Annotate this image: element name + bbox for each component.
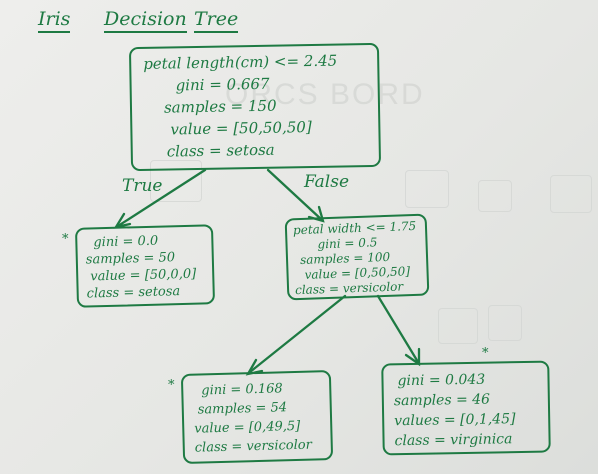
leaf-setosa: gini = 0.0 samples = 50 value = [50,0,0]… (74, 224, 216, 308)
leaf-setosa-value: value = [50,0,0] (90, 266, 197, 285)
star-mark: * (62, 232, 69, 247)
root-class: class = setosa (166, 140, 275, 161)
leaf-virginica-class: class = virginica (394, 431, 513, 450)
root-condition: petal length(cm) <= 2.45 (143, 51, 338, 73)
edge-root-right (266, 168, 324, 222)
title-word-decision: Decision (104, 8, 187, 33)
edge-root-left (116, 168, 207, 228)
ghost-box (550, 175, 592, 213)
star-mark: * (168, 378, 175, 393)
edge-left-arrowhead (113, 212, 132, 229)
split-node-petal-width: petal width <= 1.75 gini = 0.5 samples =… (284, 213, 430, 301)
edge-split-right-arrowhead (404, 347, 421, 367)
ghost-box (405, 170, 449, 208)
title-word-iris: Iris (38, 8, 71, 33)
split-class: class = versicolor (294, 279, 404, 298)
title-word-tree: Tree (194, 8, 239, 33)
edge-label-true: True (122, 176, 163, 196)
leaf-virginica-gini: gini = 0.043 (397, 371, 486, 390)
star-mark: * (482, 346, 489, 361)
leaf-versicolor-class: class = versicolor (194, 437, 313, 456)
leaf-virginica-values: values = [0,1,45] (394, 411, 516, 430)
leaf-setosa-class: class = setosa (86, 284, 181, 302)
edge-label-false: False (304, 172, 349, 192)
edge-right-arrowhead (307, 205, 325, 223)
ghost-box (438, 308, 478, 344)
ghost-box (488, 305, 522, 341)
edge-split-left-arrowhead (245, 358, 264, 376)
leaf-virginica: gini = 0.043 samples = 46 values = [0,1,… (381, 360, 551, 456)
ghost-text-background: ORCS BORD (225, 78, 425, 111)
ghost-box (150, 160, 202, 202)
leaf-versicolor: gini = 0.168 samples = 54 value = [0,49,… (180, 370, 334, 464)
leaf-virginica-samples: samples = 46 (393, 391, 491, 410)
edge-split-left (248, 294, 347, 374)
edge-split-right (376, 294, 420, 364)
root-node: petal length(cm) <= 2.45 gini = 0.667 sa… (128, 42, 382, 172)
ghost-box (478, 180, 512, 212)
